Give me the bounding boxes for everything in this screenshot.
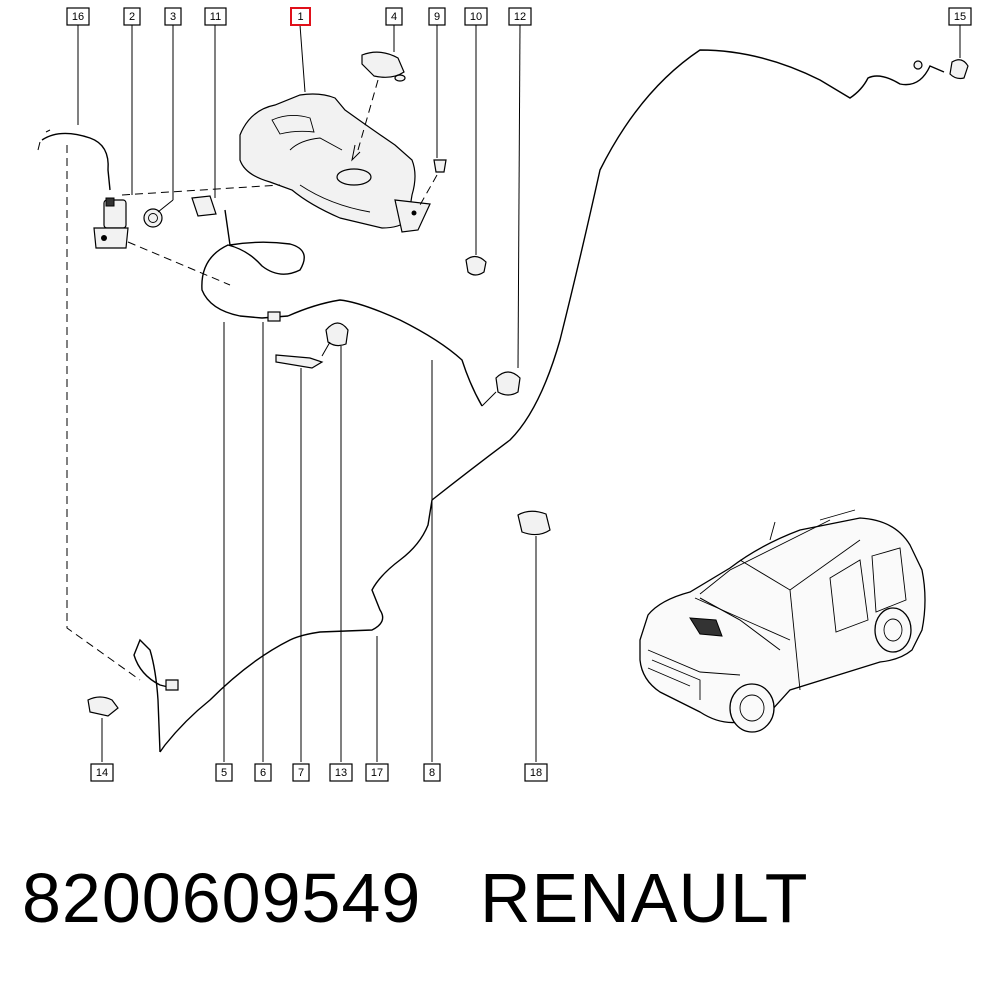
svg-text:12: 12 — [514, 11, 526, 23]
svg-text:17: 17 — [371, 767, 383, 779]
svg-text:6: 6 — [260, 767, 266, 779]
reservoir-cap — [361, 51, 406, 82]
brand-name: RENAULT — [480, 859, 809, 937]
part-number: 8200609549 — [22, 859, 422, 937]
clip-part-14 — [87, 696, 119, 717]
parts-diagram: 16 2 3 11 1 4 9 10 12 15 14 5 — [37, 7, 972, 782]
callout-15: 15 — [948, 7, 972, 26]
vehicle-illustration — [639, 509, 926, 733]
svg-text:14: 14 — [96, 767, 108, 779]
caption: 8200609549 RENAULT — [22, 858, 982, 958]
svg-text:11: 11 — [210, 11, 221, 23]
callout-16: 16 — [66, 7, 90, 26]
svg-text:10: 10 — [470, 11, 482, 23]
svg-text:3: 3 — [170, 11, 176, 23]
clip-part-10 — [465, 255, 487, 276]
svg-text:5: 5 — [221, 767, 227, 779]
svg-text:15: 15 — [954, 11, 966, 23]
svg-text:2: 2 — [129, 11, 135, 23]
svg-text:16: 16 — [72, 11, 84, 23]
callout-11: 11 — [204, 7, 227, 26]
leader-lines — [77, 24, 961, 762]
pump-grommet — [143, 208, 163, 228]
svg-text:13: 13 — [335, 767, 347, 779]
washer-reservoir — [239, 93, 431, 233]
svg-text:9: 9 — [434, 11, 440, 23]
callout-8: 8 — [423, 763, 441, 782]
callout-9: 9 — [428, 7, 446, 26]
callout-5: 5 — [215, 763, 233, 782]
callout-6: 6 — [254, 763, 272, 782]
callout-18: 18 — [524, 763, 548, 782]
callout-17: 17 — [365, 763, 389, 782]
washer-pump — [93, 197, 129, 249]
callout-7: 7 — [292, 763, 310, 782]
svg-text:18: 18 — [530, 767, 542, 779]
callout-13: 13 — [329, 763, 353, 782]
clip-part-18 — [517, 510, 551, 536]
svg-text:8: 8 — [429, 767, 435, 779]
callout-4: 4 — [385, 7, 403, 26]
svg-text:1: 1 — [297, 11, 303, 23]
clip-part-9 — [433, 159, 447, 173]
svg-text:7: 7 — [298, 767, 304, 779]
callout-10: 10 — [464, 7, 488, 26]
callout-1-highlighted: 1 — [290, 7, 311, 26]
callout-14: 14 — [90, 763, 114, 782]
callout-12: 12 — [508, 7, 532, 26]
callout-2: 2 — [123, 7, 141, 26]
svg-text:4: 4 — [391, 11, 397, 23]
callout-3: 3 — [164, 7, 182, 26]
hose-connector — [191, 195, 217, 217]
